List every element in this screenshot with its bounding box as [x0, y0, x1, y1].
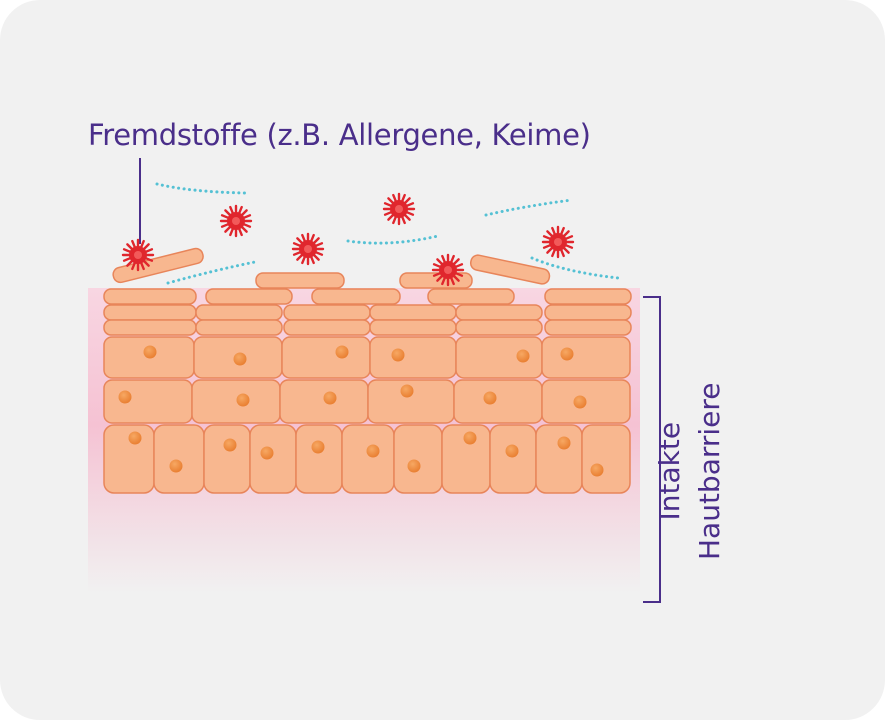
allergen-particles: [155, 182, 620, 285]
foreign-substances-label: Fremdstoffe (z.B. Allergene, Keime): [88, 118, 591, 152]
barrier-label-line-1: Intakte: [653, 421, 686, 521]
cell-row-3: [103, 424, 631, 494]
horny-layer: [103, 288, 632, 336]
cell-row-1: [103, 336, 631, 379]
cell-row-2: [103, 379, 631, 424]
barrier-label-text: Intakte Hautbarriere: [650, 382, 730, 560]
nuclei-row-3: [128, 431, 604, 477]
barrier-bracket: [643, 296, 661, 603]
nuclei-row-1: [143, 345, 574, 366]
nuclei-row-2: [118, 384, 587, 409]
barrier-label-line-2: Hautbarriere: [693, 382, 726, 560]
loose-flakes: [112, 247, 551, 289]
